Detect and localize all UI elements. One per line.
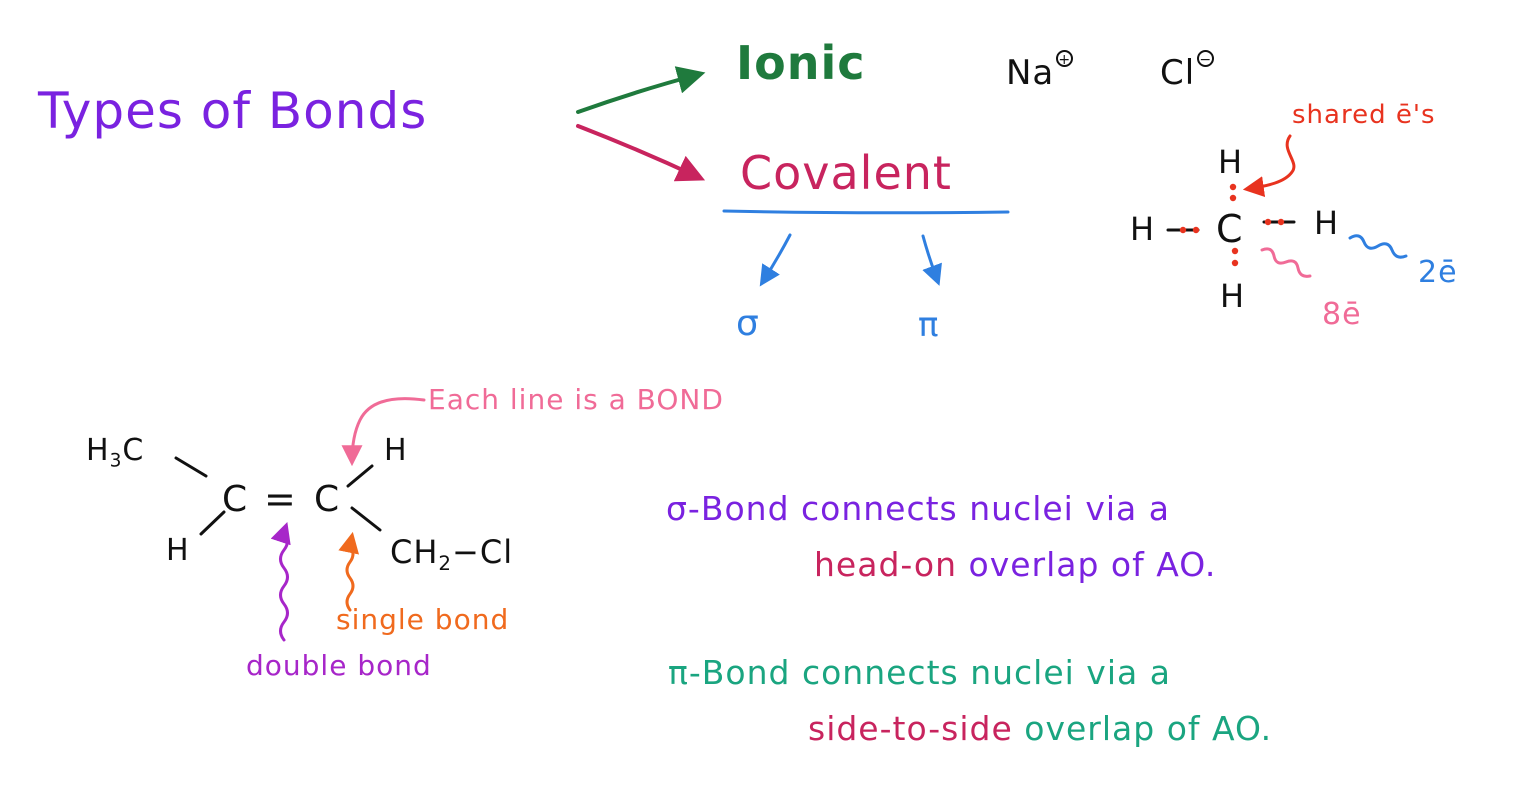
covalent-label: Covalent: [740, 146, 952, 200]
sigma-definition-line2: head-on overlap of AO.: [814, 548, 1216, 581]
chlorine-symbol: Cl: [479, 533, 514, 571]
single-bond-arrow: [338, 531, 360, 612]
pi-definition-line2: side-to-side overlap of AO.: [808, 712, 1272, 745]
ionic-label: Ionic: [736, 36, 866, 90]
methyl-c: C: [122, 433, 145, 468]
methyl-group: H3C: [86, 436, 144, 471]
arrow-to-covalent: [576, 124, 706, 182]
positive-charge-icon: +: [1056, 50, 1074, 68]
alkene-left-c: C: [222, 479, 249, 520]
arrow-to-ionic: [576, 66, 706, 114]
chloromethyl-group: CH2−Cl: [390, 536, 513, 574]
pi-overlap: overlap of AO.: [1024, 709, 1273, 748]
negative-charge-icon: −: [1197, 50, 1215, 68]
alkene-top-h: H: [384, 433, 408, 468]
two-electrons-label: 2ē: [1418, 255, 1458, 290]
shared-electrons-label: shared ē's: [1292, 100, 1436, 130]
shared-electrons-arrow: [1242, 134, 1296, 198]
bond-h-c-left: [199, 510, 226, 536]
pi-symbol: π: [918, 305, 940, 345]
covalent-underline: [722, 209, 1010, 215]
each-line-arrow: [341, 397, 426, 467]
bond-c-ch2: [350, 506, 382, 532]
sigma-symbol: σ: [736, 303, 760, 344]
ch2-subscript: 2: [438, 551, 453, 575]
chloride-symbol: Cl: [1160, 53, 1196, 93]
bond-c-h-top: [346, 464, 374, 488]
each-line-label: Each line is a BOND: [428, 383, 724, 416]
eight-electrons-label: 8ē: [1322, 297, 1362, 332]
alkene-right-c: C: [314, 479, 341, 520]
electron-dots: [1179, 183, 1285, 267]
sodium-symbol: Na: [1006, 53, 1055, 93]
arrow-to-pi: [921, 234, 942, 286]
methane-bottom-h: H: [1220, 277, 1246, 315]
pi-definition-line1: π-Bond connects nuclei via a: [668, 653, 1171, 692]
alkene-bottom-h: H: [166, 533, 190, 568]
arrow-to-sigma: [759, 233, 792, 287]
single-bond-label: single bond: [336, 603, 510, 636]
methane-center-c: C: [1216, 207, 1244, 251]
double-bond-arrow: [270, 522, 291, 642]
bond-h3c-c: [174, 456, 208, 478]
methane-top-h: H: [1218, 143, 1244, 181]
sodium-ion: Na+: [1006, 50, 1074, 93]
methyl-subscript: 3: [109, 450, 123, 472]
double-bond-sign: =: [264, 477, 297, 521]
double-bond-label: double bond: [246, 649, 432, 682]
sigma-overlap: overlap of AO.: [968, 545, 1217, 584]
title: Types of Bonds: [38, 82, 428, 140]
ch2-text: CH: [390, 533, 439, 571]
pi-side-to-side: side-to-side: [808, 709, 1013, 748]
squiggle-8e: [1260, 247, 1312, 278]
sigma-head-on: head-on: [814, 545, 958, 584]
methane-right-h: H: [1314, 204, 1340, 242]
c-cl-bond: −: [452, 533, 480, 571]
methane-left-h: H: [1130, 210, 1156, 248]
methyl-h: H: [86, 433, 110, 468]
squiggle-2e: [1348, 234, 1408, 259]
sigma-definition-line1: σ-Bond connects nuclei via a: [666, 489, 1170, 528]
chloride-ion: Cl−: [1160, 50, 1215, 93]
